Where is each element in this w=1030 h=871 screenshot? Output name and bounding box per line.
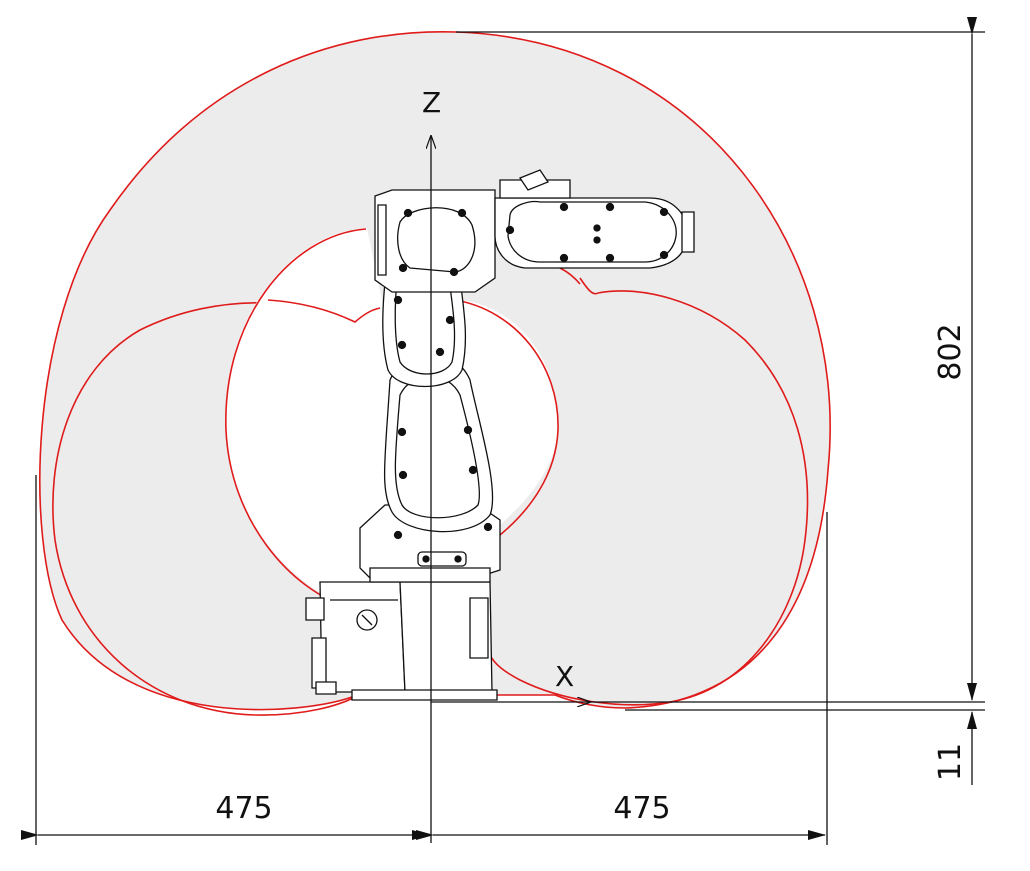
left-width-label: 475 [215,791,272,826]
height-dimension-label: 802 [933,323,968,380]
right-inner-boundary [489,277,809,706]
robot-lower-arm [385,354,493,539]
right-width-label: 475 [613,791,670,826]
coordinate-axes: Z X [422,86,985,843]
dimensions [21,17,985,845]
offset-dimension-label: 11 [933,743,968,781]
inner-circle-right-arc [454,299,559,536]
left-inner-boundary [52,301,356,716]
robot-forearm [495,170,694,268]
robot-arm [306,170,694,700]
z-axis-label: Z [422,86,441,119]
inner-circle-arc [225,228,367,609]
x-axis-label: X [555,660,574,693]
inner-circle-notch [267,299,381,323]
dimension-labels: 802 11 475 475 [215,323,968,826]
robot-base [306,582,497,700]
robot-shoulder [375,190,495,292]
right-loop-top [559,267,581,285]
